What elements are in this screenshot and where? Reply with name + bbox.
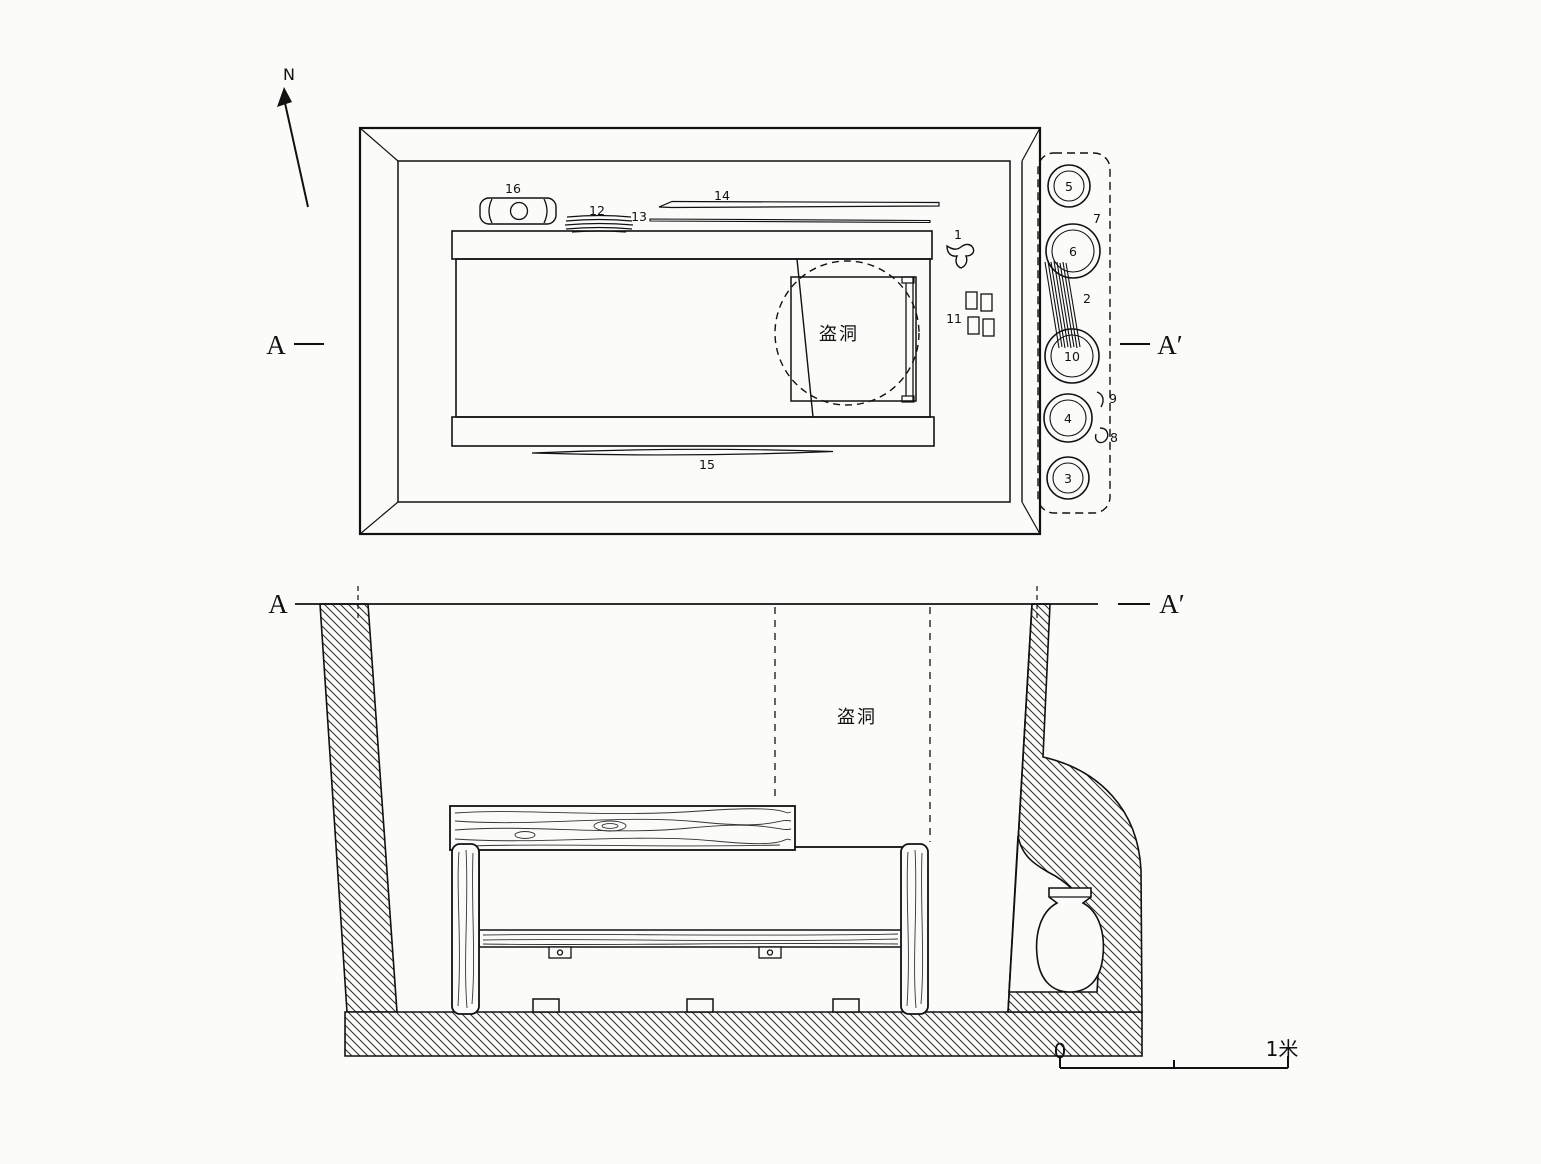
artifact-11-object <box>965 291 995 337</box>
artifact-label-15: 15 <box>699 457 715 472</box>
pit-corner-miter-se <box>1021 501 1041 535</box>
coffin-right-end-plank <box>900 843 929 1015</box>
artifact-label-14: 14 <box>714 188 730 203</box>
section-niche-vessel <box>1035 887 1105 993</box>
north-arrow-shaft <box>284 102 309 208</box>
coffin-section <box>449 805 929 1015</box>
niche-number-3: 3 <box>1064 471 1072 486</box>
section-floor <box>344 1011 1143 1057</box>
niche-vessel-3 <box>1046 456 1090 500</box>
inner-coffin-outline <box>790 276 917 402</box>
niche-number-9: 9 <box>1109 391 1117 406</box>
outer-coffin-north-plank <box>451 230 933 260</box>
north-label: N <box>283 65 295 84</box>
robber-hole-label-plan: 盗洞 <box>819 324 859 345</box>
niche-dashed-outline <box>1037 152 1111 514</box>
artifact-16-object <box>479 197 557 225</box>
inner-coffin-corner-bracket-bottom <box>901 395 915 403</box>
coffin-feet <box>532 998 860 1013</box>
niche-number-5: 5 <box>1065 179 1073 194</box>
top-plank-wood-grain <box>454 808 792 847</box>
niche-number-4: 4 <box>1064 411 1072 426</box>
artifact-label-1: 1 <box>954 227 962 242</box>
artifact-label-12: 12 <box>589 203 605 218</box>
robber-hole-dashed-circle <box>774 260 920 406</box>
pit-corner-miter-ne <box>1021 127 1041 162</box>
pit-corner-miter-sw <box>359 501 399 535</box>
pit-corner-miter-nw <box>359 127 399 162</box>
section-view <box>295 586 1289 1069</box>
niche-number-2: 2 <box>1083 291 1091 306</box>
section-right-wall-face <box>1007 603 1033 1013</box>
scale-one-meter-label: 1米 <box>1266 1037 1299 1061</box>
artifact-label-13: 13 <box>631 209 647 224</box>
niche-number-8: 8 <box>1110 430 1118 445</box>
outer-coffin-south-plank <box>451 416 935 447</box>
section-marker-a-prime: A′ <box>1159 589 1184 619</box>
niche-number-7: 7 <box>1093 211 1101 226</box>
north-arrowhead-icon <box>277 87 292 107</box>
coffin-side-board <box>478 846 903 933</box>
pit-outer-edge <box>358 126 1042 536</box>
niche-vessel-10 <box>1044 328 1100 384</box>
scale-bar <box>1059 1056 1289 1069</box>
niche-number-6: 6 <box>1069 244 1077 259</box>
niche-vessel-5 <box>1047 164 1091 208</box>
niche-item-9-object <box>1096 391 1104 408</box>
plan-view <box>294 126 1150 536</box>
artifact-13-object <box>649 218 931 224</box>
section-labels: A A′ 盗洞 0 1米 <box>268 589 1298 1063</box>
scale-zero-label: 0 <box>1054 1039 1067 1063</box>
plan-labels: A A′ 盗洞 16 12 13 14 1 11 15 5 7 6 2 10 9… <box>266 179 1182 486</box>
plan-niche <box>1037 152 1111 514</box>
artifact-12-object <box>564 214 634 233</box>
artifact-1-object <box>946 243 975 269</box>
plan-marker-a: A <box>266 330 286 360</box>
plan-marker-a-prime: A′ <box>1157 330 1182 360</box>
niche-item-8-object <box>1094 427 1109 444</box>
niche-vessel-4 <box>1043 393 1093 443</box>
coffin-left-end-plank <box>451 843 480 1015</box>
artifact-label-11: 11 <box>946 311 962 326</box>
left-plank-wood-grain <box>457 849 475 1009</box>
section-marker-a: A <box>268 589 288 619</box>
coffin-cleats <box>548 946 782 959</box>
coffin-top-plank <box>449 805 796 851</box>
artifact-label-16: 16 <box>505 181 521 196</box>
coffin-bottom-plank <box>478 929 903 948</box>
right-plank-wood-grain <box>906 849 924 1009</box>
niche-number-10: 10 <box>1064 349 1080 364</box>
robber-hole-label-section: 盗洞 <box>837 707 877 728</box>
coffin-plan <box>451 230 935 447</box>
artifact-15-object <box>531 448 834 456</box>
section-left-wall <box>319 603 398 1013</box>
inner-coffin-corner-bracket-top <box>901 276 915 284</box>
lid-break-line <box>796 258 814 418</box>
plan-artifacts <box>479 197 995 456</box>
niche-vessel-6 <box>1045 223 1101 279</box>
artifact-14-object <box>658 200 940 209</box>
pit-inner-edge <box>397 160 1011 503</box>
north-arrow: N <box>277 65 309 208</box>
